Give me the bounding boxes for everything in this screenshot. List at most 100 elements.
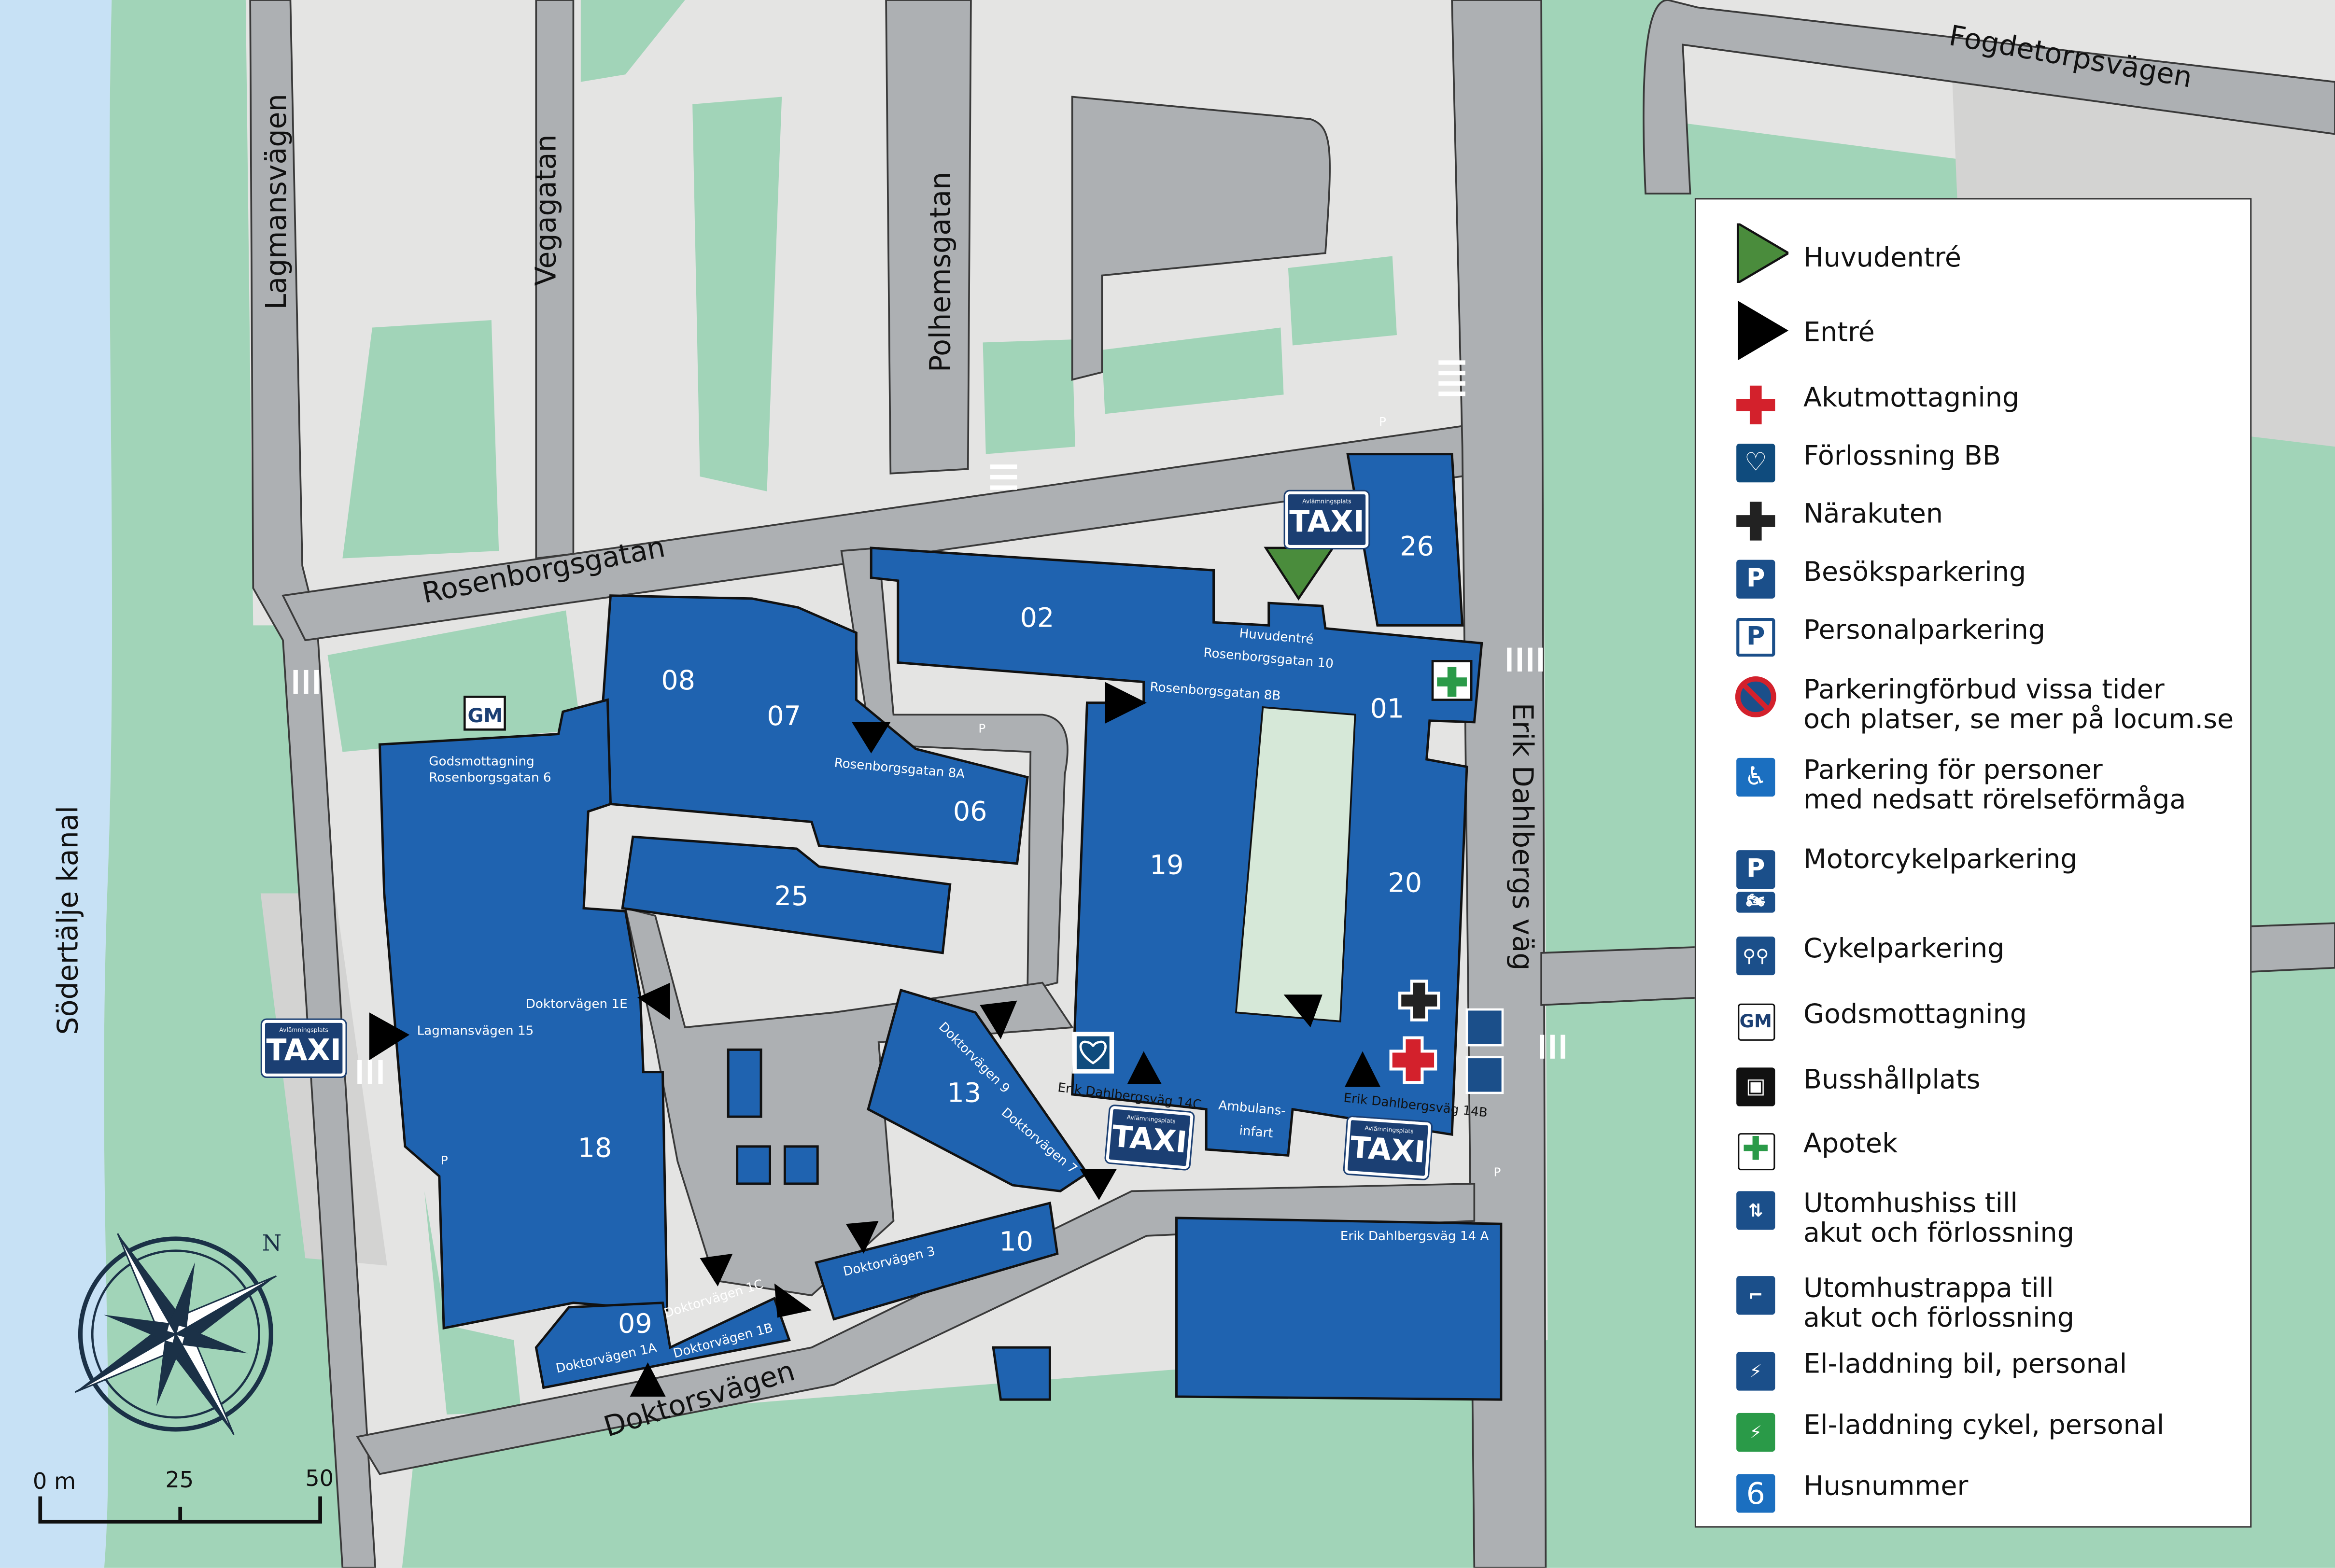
- house-number-icon: 6: [1735, 1472, 1776, 1514]
- black-triangle-icon: [1735, 301, 1789, 361]
- building-09: [535, 1297, 791, 1389]
- gm-sign: GM: [463, 696, 506, 731]
- svg-text:19: 19: [1150, 849, 1184, 881]
- road-label-lagmansvagen: Lagmansvägen: [260, 94, 293, 309]
- svg-text:N: N: [262, 1230, 281, 1256]
- main-entrance-marker: [1264, 546, 1335, 601]
- svg-text:09: 09: [618, 1308, 652, 1339]
- small-building: [727, 1048, 762, 1118]
- svg-text:0 m: 0 m: [33, 1468, 76, 1494]
- legend-item-cykelparkering: ⚲⚲Cykelparkering: [1735, 934, 2004, 977]
- elevator-icon: ⇅: [1735, 1190, 1776, 1231]
- svg-text:P: P: [1379, 415, 1386, 429]
- svg-text:P: P: [441, 1153, 448, 1167]
- scale-bar: 0 m 25 50: [33, 1465, 334, 1524]
- svg-text:07: 07: [767, 700, 801, 732]
- building-10: [815, 1201, 1059, 1321]
- legend-item-busshallplats: ▣Busshållplats: [1735, 1065, 1981, 1107]
- legend-item-elladdning-bil: ⚡El-laddning bil, personal: [1735, 1350, 2127, 1392]
- svg-text:Erik Dahlbergsväg 14 A: Erik Dahlbergsväg 14 A: [1340, 1229, 1489, 1244]
- svg-text:P: P: [1493, 1165, 1501, 1179]
- legend-item-motorcykelparkering: P🏍Motorcykelparkering: [1735, 845, 2077, 917]
- elevator-sign: [1465, 1056, 1504, 1094]
- svg-text:Lagmansvägen 15: Lagmansvägen 15: [417, 1024, 534, 1038]
- building-26: [1346, 453, 1464, 627]
- stairs-icon: ⌐: [1735, 1274, 1776, 1316]
- svg-text:Doktorvägen 1E: Doktorvägen 1E: [526, 997, 628, 1011]
- svg-text:13: 13: [947, 1077, 982, 1108]
- small-building: [783, 1145, 819, 1185]
- legend-item-elladdning-cykel: ⚡El-laddning cykel, personal: [1735, 1411, 2164, 1453]
- parking-visitor-icon: P: [1735, 559, 1776, 600]
- svg-text:02: 02: [1020, 602, 1055, 633]
- legend-item-entre: Entré: [1735, 301, 1875, 361]
- svg-text:20: 20: [1388, 867, 1422, 898]
- legend-item-apotek: ✚Apotek: [1735, 1129, 1898, 1172]
- svg-text:infart: infart: [1238, 1123, 1274, 1141]
- motorcycle-parking-icon: P🏍: [1735, 846, 1776, 917]
- urgent-care-cross-icon: [1398, 980, 1440, 1022]
- small-building: [992, 1346, 1051, 1401]
- canal-water: [0, 0, 113, 1568]
- svg-text:Rosenborgsgatan 6: Rosenborgsgatan 6: [429, 770, 551, 785]
- svg-text:08: 08: [661, 665, 695, 696]
- legend-item-forlossning: ♡Förlossning BB: [1735, 441, 2001, 484]
- label-sodertalje-kanal: Södertälje kanal: [51, 806, 84, 1035]
- heart-feet-icon: ♡: [1735, 442, 1776, 484]
- building-18: [378, 698, 669, 1330]
- legend-item-narakuten: Närakuten: [1735, 500, 1943, 542]
- red-cross-icon: [1735, 384, 1776, 426]
- svg-text:GM: GM: [467, 705, 503, 727]
- svg-text:Godsmottagning: Godsmottagning: [429, 754, 535, 769]
- courtyard: [1235, 706, 1356, 1022]
- bus-icon: ▣: [1735, 1066, 1776, 1107]
- compass-rose: N: [74, 1230, 281, 1435]
- svg-text:06: 06: [953, 796, 987, 827]
- legend-item-akutmottagning: Akutmottagning: [1735, 383, 2019, 426]
- ev-bike-icon: ⚡: [1735, 1412, 1776, 1453]
- wheelchair-icon: ♿: [1735, 756, 1776, 798]
- entrance-markers: [369, 682, 1381, 1397]
- buildings: [378, 453, 1503, 1401]
- svg-text:P: P: [978, 721, 985, 735]
- svg-text:26: 26: [1400, 531, 1434, 562]
- parking-staff-icon: P: [1735, 616, 1776, 658]
- svg-text:01: 01: [1370, 693, 1404, 725]
- crosswalks: [293, 360, 1565, 1084]
- ev-car-icon: ⚡: [1735, 1350, 1776, 1392]
- bb-sign: [1072, 1032, 1114, 1074]
- parking-markers: P P P P: [441, 415, 1501, 1179]
- building-14a: [1175, 1217, 1503, 1401]
- svg-text:25: 25: [165, 1467, 194, 1493]
- small-building: [736, 1145, 771, 1185]
- building-13: [867, 988, 1089, 1192]
- pharmacy-icon: ✚: [1735, 1130, 1776, 1172]
- goods-reception-icon: GM: [1735, 1001, 1776, 1042]
- svg-text:18: 18: [578, 1132, 612, 1163]
- road-label-vegagatan: Vegagatan: [529, 134, 562, 286]
- no-parking-icon: [1735, 676, 1776, 717]
- green-triangle-icon: [1735, 223, 1789, 283]
- stairs-sign: [1465, 1008, 1504, 1047]
- pharmacy-sign: [1431, 660, 1473, 701]
- legend-item-huvudentre: Huvudentré: [1735, 223, 1961, 283]
- roads: [249, 0, 2335, 1568]
- svg-text:10: 10: [999, 1226, 1033, 1258]
- road-label-erik-dahlbergs-vag: Erik Dahlbergs väg: [1506, 703, 1539, 971]
- building-numbers: 02 26 01 19 20 08 07 06 25 18 13 09 10: [578, 531, 1434, 1339]
- building-25: [621, 835, 952, 954]
- bicycle-icon: ⚲⚲: [1735, 935, 1776, 977]
